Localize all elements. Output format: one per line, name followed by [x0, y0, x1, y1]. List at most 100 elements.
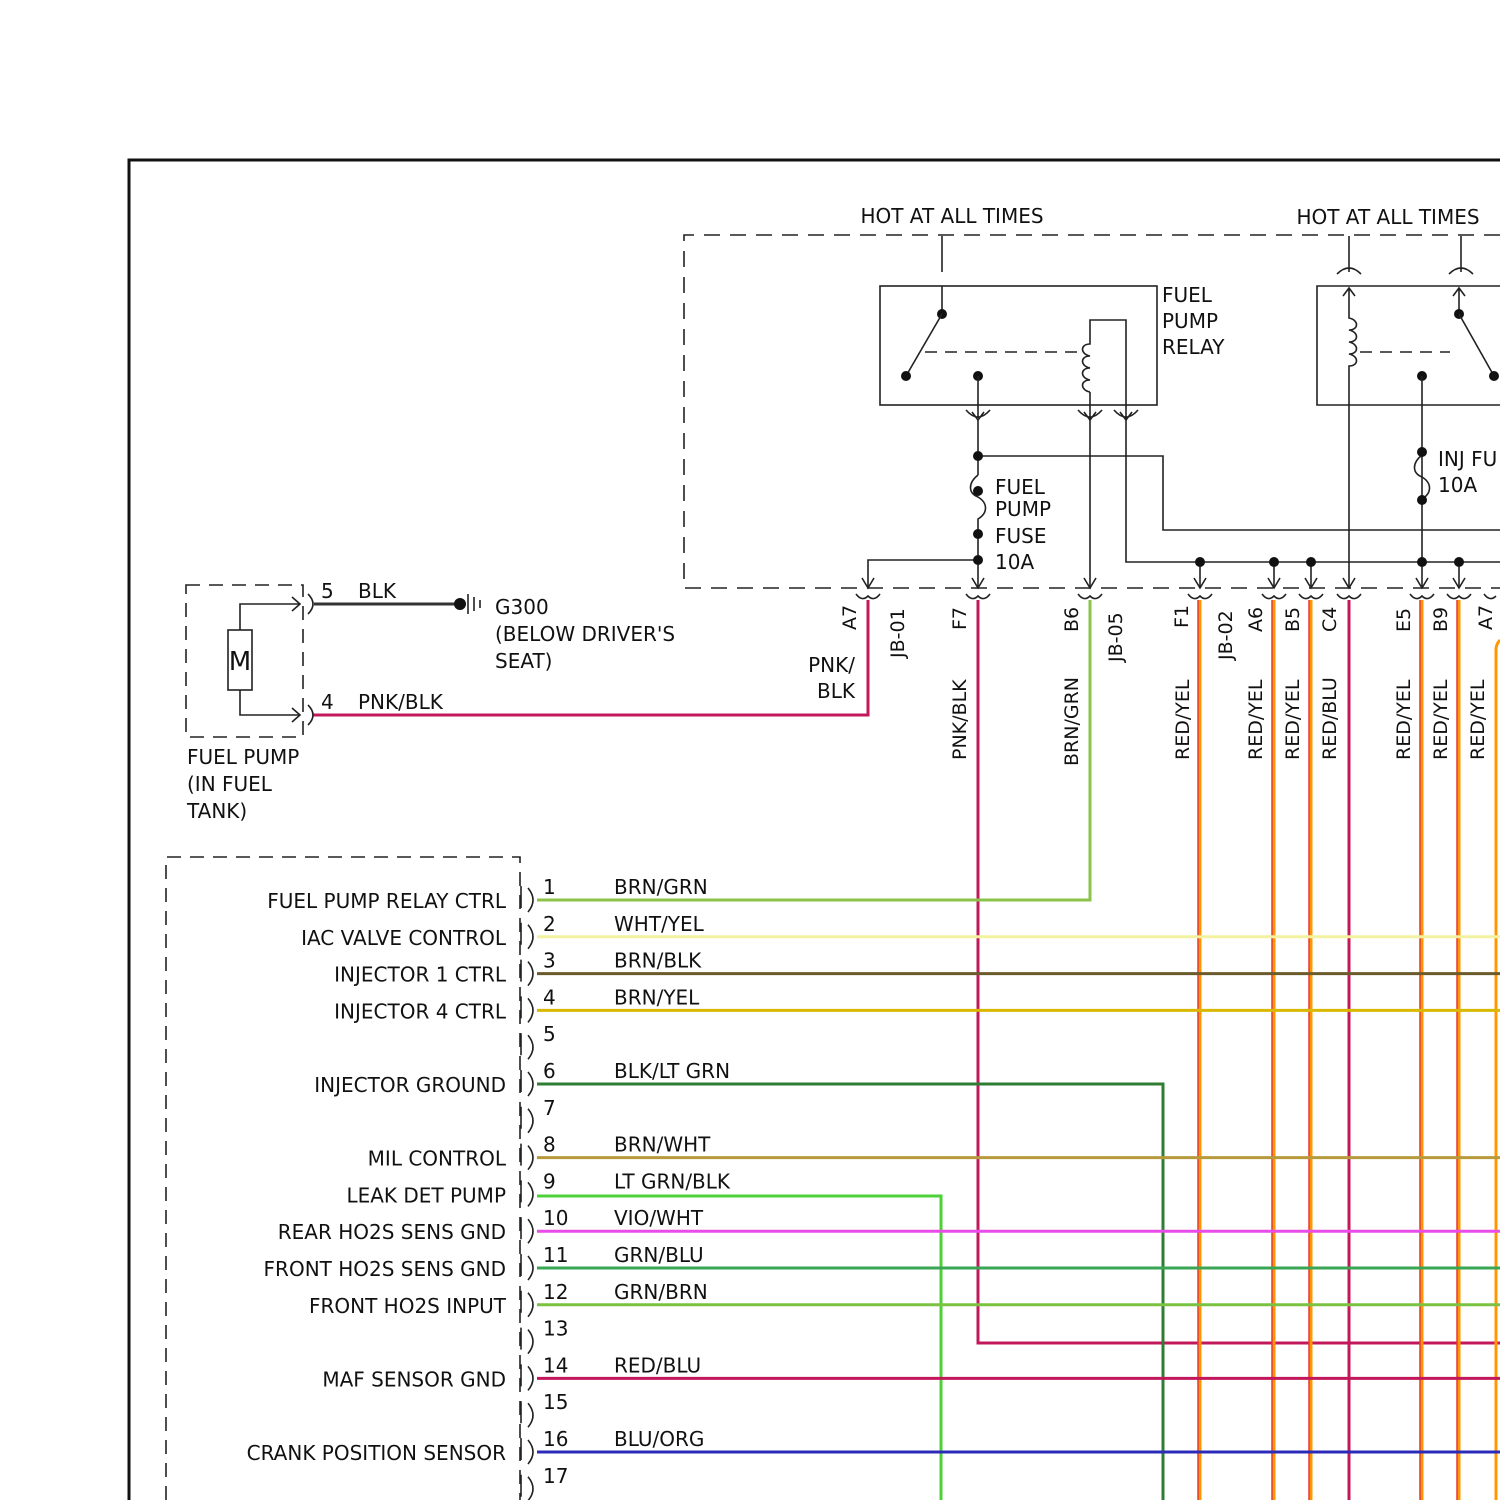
fuse-inj-line2: 10A	[1438, 473, 1477, 497]
pcm-pin-number: 6	[543, 1059, 556, 1083]
pin-label: C4	[1319, 607, 1341, 632]
pcm-wire-color: GRN/BLU	[614, 1243, 704, 1267]
pcm-pin-label: FRONT HO2S INPUT	[309, 1294, 507, 1318]
pcm-pin-label: INJECTOR GROUND	[314, 1073, 506, 1097]
pcm-pin-label: MIL CONTROL	[368, 1147, 507, 1171]
pcm-pin-label: MAF SENSOR GND	[322, 1367, 506, 1391]
motor-symbol: M	[229, 647, 251, 677]
ground-location-line2: SEAT)	[495, 649, 552, 673]
jb-label: JB-05	[1105, 612, 1127, 663]
pin-label: B6	[1061, 607, 1083, 632]
wire-color-label: RED/BLU	[1319, 677, 1341, 760]
pcm-wire-color: GRN/BRN	[614, 1280, 708, 1304]
pcm-wire-color: BRN/WHT	[614, 1133, 711, 1157]
pin-label: B9	[1430, 607, 1452, 632]
pcm-wire-color: BLU/ORG	[614, 1427, 704, 1451]
fuse-inj-line1: INJ FU	[1438, 447, 1497, 471]
pcm-pin-label: REAR HO2S SENS GND	[278, 1220, 506, 1244]
pin4-wire-color: PNK/BLK	[358, 690, 444, 714]
ground-name: G300	[495, 595, 549, 619]
pcm-pin-number: 11	[543, 1243, 568, 1267]
pcm-pin-number: 12	[543, 1280, 568, 1304]
relay-label-line1: FUEL	[1162, 283, 1213, 307]
junction-block-outline	[684, 235, 1500, 588]
pcm-pin-label: INJECTOR 1 CTRL	[334, 963, 507, 987]
pcm-pin-number: 13	[543, 1317, 568, 1341]
pcm-pin-label: FRONT HO2S SENS GND	[264, 1257, 506, 1281]
second-relay	[1317, 236, 1500, 588]
pcm-connector	[521, 1254, 533, 1280]
wire-color-label: PNK/BLK	[949, 679, 971, 760]
a7-wire-label-line1: PNK/	[808, 653, 855, 677]
pin-label: A7	[1475, 605, 1497, 630]
pin-label: F1	[1171, 605, 1193, 628]
pcm-pin-number: 3	[543, 949, 556, 973]
fuse-fp-line1: FUEL	[995, 475, 1046, 499]
relay-connectors	[966, 410, 1138, 420]
pcm-pin-label: LEAK DET PUMP	[346, 1183, 506, 1207]
pcm-pin-number: 9	[543, 1169, 556, 1193]
a7-wire-label-line2: BLK	[817, 679, 856, 703]
pcm-connector	[521, 1364, 533, 1390]
ground-location-line1: (BELOW DRIVER'S	[495, 622, 675, 646]
vertical-wire-labels: PNK/BLK BRN/GRN RED/YEL RED/YEL RED/YEL …	[949, 677, 1489, 766]
pcm-wire-color: VIO/WHT	[614, 1206, 704, 1230]
pcm-pin-label: CRANK POSITION SENSOR	[247, 1441, 506, 1465]
pin-label: F7	[949, 607, 971, 630]
fuse-fp-line2: PUMP	[995, 497, 1051, 521]
wire-color-label: RED/YEL	[1393, 679, 1415, 760]
fuel-pump-label-line3: TANK)	[186, 799, 247, 823]
pin-label: B5	[1282, 607, 1304, 632]
pcm-wire-color: LT GRN/BLK	[614, 1169, 731, 1193]
pin-label: A7	[839, 605, 861, 630]
wire-color-label: RED/YEL	[1245, 679, 1267, 760]
pin5-wire-color: BLK	[358, 579, 397, 603]
relay-label-line3: RELAY	[1162, 335, 1225, 359]
pcm-wire-color: BRN/BLK	[614, 949, 702, 973]
hot-label-2: HOT AT ALL TIMES	[1296, 205, 1479, 229]
ground-icon	[468, 594, 480, 614]
pin-label: E5	[1393, 608, 1415, 632]
fuel-pump-relay: FUEL PUMP RELAY	[880, 236, 1225, 420]
wire-color-label: RED/YEL	[1467, 679, 1489, 760]
pin4-number: 4	[321, 690, 334, 714]
pcm-connector	[521, 1328, 533, 1354]
pcm-pin-number: 15	[543, 1390, 568, 1414]
pcm-connector	[521, 1401, 533, 1427]
pcm-connector	[521, 1070, 533, 1096]
fuel-pump-label-line2: (IN FUEL	[187, 772, 273, 796]
wire-color-label: RED/YEL	[1282, 679, 1304, 760]
pcm-wire-color: BLK/LT GRN	[614, 1059, 730, 1083]
pcm-connector	[521, 923, 533, 949]
pcm-pin-number: 4	[543, 985, 556, 1009]
pcm-connector	[521, 886, 533, 912]
ground-dot	[454, 598, 466, 610]
pcm-wire-color: RED/BLU	[614, 1353, 701, 1377]
pcm-connector	[521, 1033, 533, 1059]
pcm-connector	[521, 960, 533, 986]
pcm-connector	[521, 1438, 533, 1464]
pcm-pin-number: 5	[543, 1022, 556, 1046]
pcm-pin-number: 7	[543, 1096, 556, 1120]
hot-label-1: HOT AT ALL TIMES	[860, 204, 1043, 228]
pcm-connector	[521, 1180, 533, 1206]
pcm-pin-number: 8	[543, 1133, 556, 1157]
pin-label: A6	[1245, 607, 1267, 632]
wire-color-label: RED/YEL	[1172, 679, 1194, 760]
pin5-number: 5	[321, 579, 334, 603]
pcm-outline	[166, 857, 520, 1500]
pcm-connector	[521, 1475, 533, 1500]
fuse-fp-line4: 10A	[995, 550, 1034, 574]
pcm-connector	[521, 1144, 533, 1170]
pcm-connector	[521, 996, 533, 1022]
pcm-pin-number: 2	[543, 912, 556, 936]
fuel-pump-label-line1: FUEL PUMP	[187, 745, 299, 769]
pcm-wire-color: WHT/YEL	[614, 912, 705, 936]
wire-color-label: BRN/GRN	[1061, 677, 1083, 766]
pcm-pin-number: 14	[543, 1353, 568, 1377]
pcm-connector	[521, 1217, 533, 1243]
pcm-wire-color: BRN/YEL	[614, 985, 700, 1009]
pcm-pin-label: INJECTOR 4 CTRL	[334, 999, 507, 1023]
jb-label: JB-01	[887, 608, 909, 659]
fuse-fp-line3: FUSE	[995, 524, 1046, 548]
